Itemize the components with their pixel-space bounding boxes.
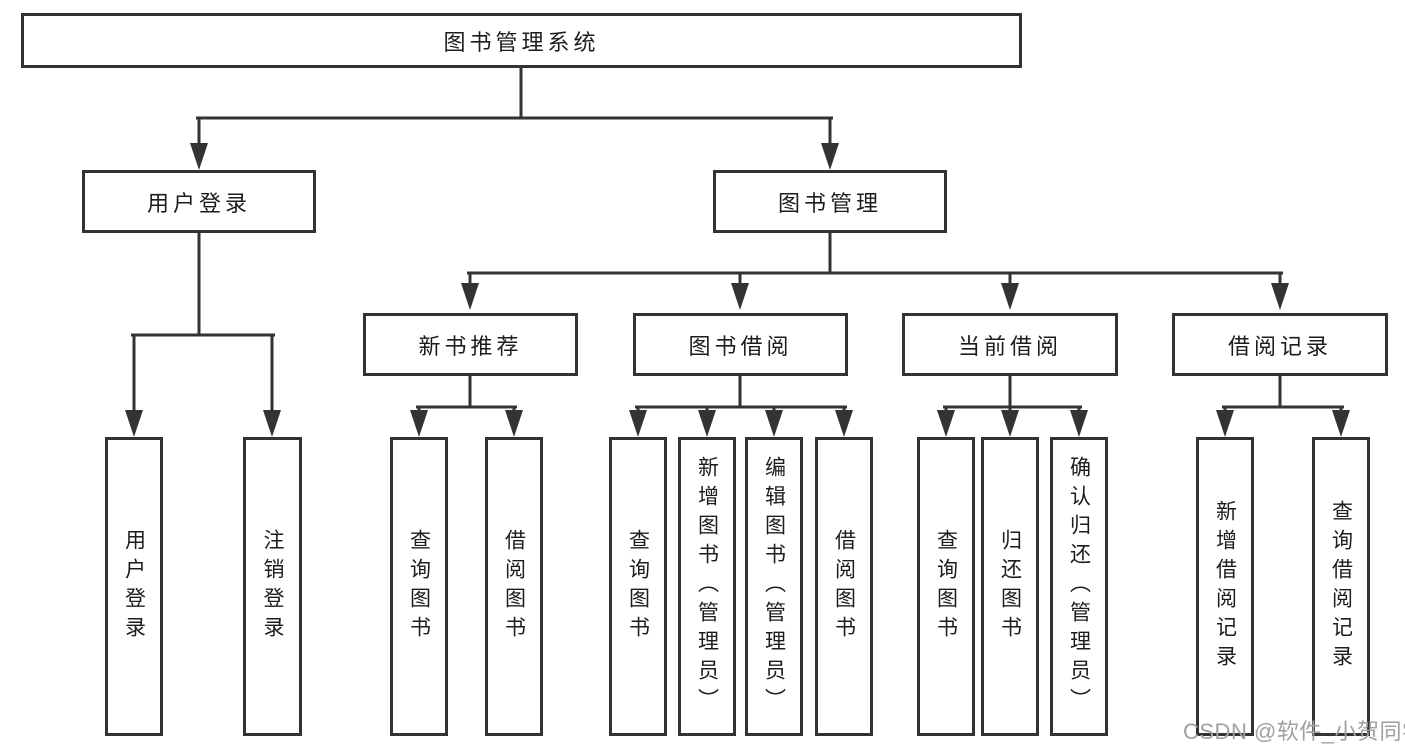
arrow-down-icon	[410, 410, 428, 437]
node-book-mgmt: 图书管理	[713, 170, 947, 233]
leaf-logout: 注销登录	[243, 437, 302, 736]
arrow-down-icon	[125, 410, 143, 437]
arrow-down-icon	[461, 283, 479, 310]
leaf-query-books-rec: 查询图书	[390, 437, 448, 736]
arrow-down-icon	[1332, 410, 1350, 437]
leaf-add-borrow-record: 新增借阅记录	[1196, 437, 1254, 736]
leaf-query-books-current: 查询图书	[917, 437, 975, 736]
leaf-edit-book-admin: 编辑图书（管理员）	[745, 437, 803, 736]
leaf-return-book: 归还图书	[981, 437, 1039, 736]
connector-new-book-rec-tree	[416, 374, 517, 419]
leaf-query-books-borrow: 查询图书	[609, 437, 667, 736]
node-book-borrow: 图书借阅	[633, 313, 848, 376]
arrow-down-icon	[731, 283, 749, 310]
watermark: CSDN @软件_小贺同学	[1183, 719, 1405, 744]
arrow-down-icon	[190, 143, 208, 170]
node-borrow-record: 借阅记录	[1172, 313, 1388, 376]
arrow-down-icon	[1216, 410, 1234, 437]
arrow-down-icon	[629, 410, 647, 437]
arrow-down-icon	[263, 410, 281, 437]
arrow-down-icon	[821, 143, 839, 170]
arrow-down-icon	[1001, 283, 1019, 310]
node-current-borrow: 当前借阅	[902, 313, 1118, 376]
leaf-borrow-books-rec: 借阅图书	[485, 437, 543, 736]
connector-borrow-record-tree	[1222, 374, 1344, 419]
arrow-down-icon	[1271, 283, 1289, 310]
leaf-query-borrow-record: 查询借阅记录	[1312, 437, 1370, 736]
arrow-down-icon	[505, 410, 523, 437]
arrow-down-icon	[1070, 410, 1088, 437]
node-user-login: 用户登录	[82, 170, 316, 233]
connector-root-tree	[196, 66, 833, 152]
leaf-add-book-admin: 新增图书（管理员）	[678, 437, 736, 736]
leaf-user-login: 用户登录	[105, 437, 163, 736]
leaf-borrow-books: 借阅图书	[815, 437, 873, 736]
arrow-down-icon	[765, 410, 783, 437]
arrow-down-icon	[1001, 410, 1019, 437]
node-root: 图书管理系统	[21, 13, 1022, 68]
connector-book-borrow-tree	[635, 374, 847, 419]
connector-book-mgmt-tree	[467, 231, 1283, 294]
arrow-down-icon	[835, 410, 853, 437]
arrow-down-icon	[698, 410, 716, 437]
connector-user-login-tree	[131, 231, 275, 419]
arrow-down-icon	[937, 410, 955, 437]
node-new-book-rec: 新书推荐	[363, 313, 578, 376]
leaf-confirm-return-admin: 确认归还（管理员）	[1050, 437, 1108, 736]
